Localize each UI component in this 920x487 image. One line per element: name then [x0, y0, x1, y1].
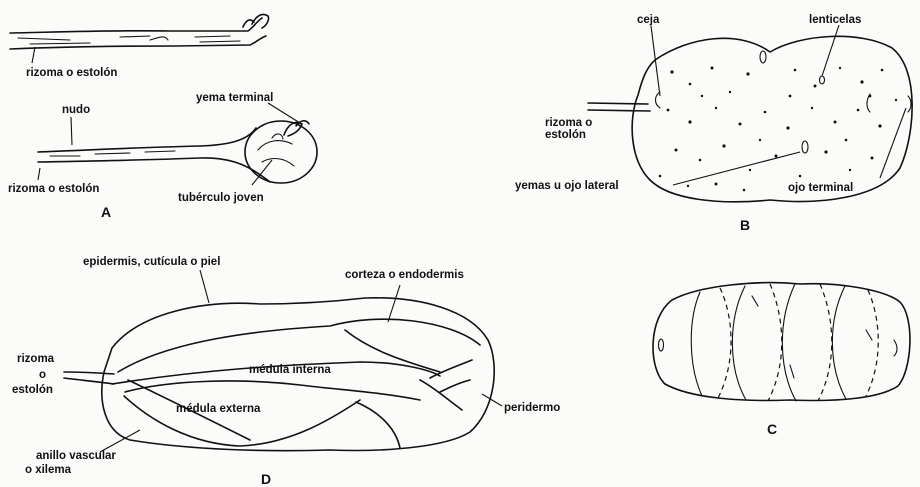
terminal-eye-leader — [880, 108, 906, 178]
label-terminal-bud: yema terminal — [196, 92, 273, 104]
lenticel-speckles — [659, 67, 898, 192]
medulla-lobe-line — [356, 402, 400, 448]
label-young-tuber: tubérculo joven — [178, 192, 264, 204]
panel-letter-a: A — [101, 204, 111, 220]
epidermis-leader — [200, 270, 209, 303]
panel-letter-c: C — [767, 421, 777, 437]
mature-tuber-outline — [632, 36, 912, 201]
label-cortex: corteza o endodermis — [345, 269, 464, 281]
panel-a: rizoma o estolón nudo yema terminal rizo… — [8, 14, 317, 220]
label-vascular-line2: o xilema — [25, 464, 72, 476]
phyllotaxy-spiral-lines — [691, 284, 878, 401]
cortex-leader — [388, 285, 400, 322]
label-stolon-d-line3: estolón — [12, 384, 53, 396]
label-vascular-line1: anillo vascular — [36, 450, 116, 462]
young-tuber-drawing — [38, 121, 317, 183]
panel-letter-d: D — [261, 471, 271, 487]
label-stolon-top: rizoma o estolón — [26, 67, 117, 79]
lenticels-leader — [822, 25, 839, 76]
label-node: nudo — [62, 104, 90, 116]
lateral-buds-leader — [673, 152, 800, 185]
label-stolon-d-line1: rizoma — [17, 353, 55, 365]
stolon-stub — [588, 103, 650, 111]
label-eyebrow: ceja — [637, 14, 660, 26]
outer-medulla-boundary — [125, 381, 420, 400]
label-stolon-bottom: rizoma o estolón — [8, 183, 99, 195]
eyebrow-leader — [651, 26, 660, 96]
node-leader — [71, 117, 72, 145]
panel-letter-b: B — [740, 217, 750, 233]
label-epidermis: epidermis, cutícula o piel — [83, 256, 220, 268]
label-stolon-d-line2: o — [39, 369, 46, 381]
periderm-leader — [482, 394, 502, 406]
stolon-bottom-leader — [38, 168, 40, 180]
stolon-top-drawing — [10, 14, 269, 49]
tuber-eyes — [656, 51, 912, 153]
label-stolon-b-line2: estolón — [545, 129, 586, 141]
label-periderm: peridermo — [504, 402, 560, 414]
stolon-top-leader — [32, 47, 35, 63]
panel-b: ceja lenticelas rizoma o estolón yemas u… — [515, 14, 912, 233]
label-terminal-eye: ojo terminal — [788, 182, 853, 194]
panel-d: epidermis, cutícula o piel corteza o end… — [12, 256, 560, 487]
label-inner-medulla: médula interna — [249, 364, 331, 376]
label-lenticels: lenticelas — [809, 14, 861, 26]
stolon-stub-d — [64, 372, 114, 384]
label-lateral-buds: yemas u ojo lateral — [515, 180, 619, 192]
terminal-bud-leader — [268, 103, 300, 123]
label-stolon-b-line1: rizoma o — [545, 117, 592, 129]
label-outer-medulla: médula externa — [176, 403, 261, 415]
panel-c: C — [653, 283, 910, 437]
